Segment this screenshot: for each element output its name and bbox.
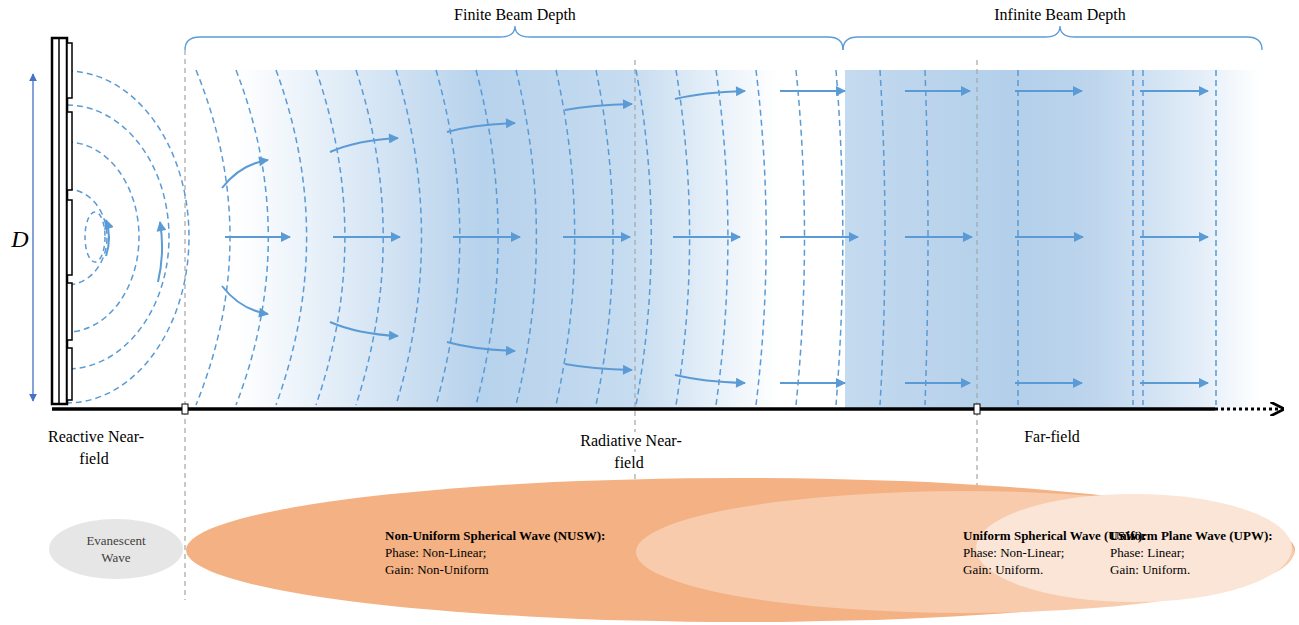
bracket-label: Finite Beam Depth <box>415 4 615 26</box>
far-field-shading <box>845 70 1260 410</box>
plane-wavefront <box>1132 70 1134 405</box>
propagation-arrow <box>565 104 632 110</box>
spherical-wavefront <box>880 70 885 405</box>
dimension-label: D <box>8 228 32 250</box>
wave-heading: Uniform Plane Wave (UPW): <box>1110 527 1273 544</box>
propagation-arrow <box>1140 236 1208 238</box>
ellipse-outline <box>48 518 184 580</box>
propagation-arrow <box>675 91 745 99</box>
label-text: Infinite Beam Depth <box>992 6 1128 23</box>
propagation-arrow <box>905 382 970 384</box>
label-text: Reactive Near-field <box>46 428 144 467</box>
reactive-loop <box>67 189 107 285</box>
label-text: D <box>9 226 30 252</box>
propagation-arrow <box>106 220 109 256</box>
wave-text: Evanescent Wave <box>76 532 156 566</box>
propagation-arrow <box>158 222 162 282</box>
reactive-loop <box>67 142 139 332</box>
propagation-arrow <box>905 236 972 238</box>
propagation-arrow <box>453 236 520 238</box>
label-text: Far-field <box>1022 428 1082 445</box>
propagation-arrow <box>330 138 398 152</box>
bracket-label: Infinite Beam Depth <box>960 4 1160 26</box>
node-text: Uniform Plane Wave (UPW):Phase: Linear;G… <box>1110 527 1273 578</box>
wave-region-ellipse: Uniform Spherical Wave (USW):Phase: Non-… <box>635 490 1295 614</box>
antenna-element <box>67 348 72 400</box>
label-text: Radiative Near-field <box>578 432 681 471</box>
wavefronts <box>67 70 1216 405</box>
wave-text: Gain: Uniform. <box>1110 561 1273 578</box>
spherical-wavefront <box>756 70 766 405</box>
region-label: Radiative Near-field <box>575 430 685 474</box>
node-text: Non-Uniform Spherical Wave (NUSW):Phase:… <box>385 527 605 578</box>
propagation-arrow <box>222 160 268 188</box>
beam-depth-brackets <box>185 26 1262 50</box>
propagation-arrow <box>447 342 515 351</box>
antenna-array <box>52 38 72 404</box>
region-label: Far-field <box>1002 426 1102 448</box>
reactive-loop <box>67 105 169 369</box>
plane-wavefront <box>1215 70 1217 405</box>
propagation-arrow <box>225 236 290 238</box>
wave-text: Phase: Linear; <box>1110 544 1273 561</box>
evanescent-ellipse: Evanescent Wave <box>48 518 184 580</box>
aperture-dimension <box>32 74 33 401</box>
propagation-arrow <box>1140 382 1208 384</box>
propagation-arrow <box>675 375 745 383</box>
antenna-element <box>67 283 72 340</box>
near-field-shading <box>185 70 843 410</box>
propagation-arrow <box>905 90 970 92</box>
antenna-element <box>67 200 72 275</box>
propagation-arrow <box>780 236 858 238</box>
propagation-arrow <box>222 286 268 314</box>
propagation-arrow <box>565 364 632 370</box>
propagation-arrow <box>673 236 740 238</box>
propagation-arrow <box>780 382 845 384</box>
propagation-arrow <box>1015 382 1082 384</box>
wave-heading: Non-Uniform Spherical Wave (NUSW): <box>385 527 605 544</box>
wave-text: Gain: Non-Uniform <box>385 561 605 578</box>
label-text: Finite Beam Depth <box>452 6 578 23</box>
node-text: Evanescent Wave <box>76 532 156 566</box>
spherical-wavefront <box>636 70 651 405</box>
propagation-arrow <box>1140 90 1208 92</box>
propagation-arrows <box>106 91 1208 383</box>
wave-text: Phase: Non-Linear; <box>385 544 605 561</box>
propagation-arrow <box>1015 236 1083 238</box>
wave-region-ellipse: Non-Uniform Spherical Wave (NUSW):Phase:… <box>185 477 1296 623</box>
propagation-arrow <box>330 322 398 336</box>
region-label: Reactive Near-field <box>45 426 145 470</box>
propagation-arrow <box>1015 90 1082 92</box>
antenna-element <box>67 43 72 98</box>
distance-axis <box>52 404 1283 414</box>
propagation-arrow <box>447 123 515 132</box>
propagation-arrow <box>333 236 400 238</box>
spherical-wavefront <box>196 70 230 405</box>
propagation-arrow <box>563 236 630 238</box>
reactive-loop <box>67 71 189 403</box>
reactive-loop <box>85 212 105 262</box>
propagation-arrow <box>780 90 845 92</box>
antenna-element <box>67 112 72 190</box>
